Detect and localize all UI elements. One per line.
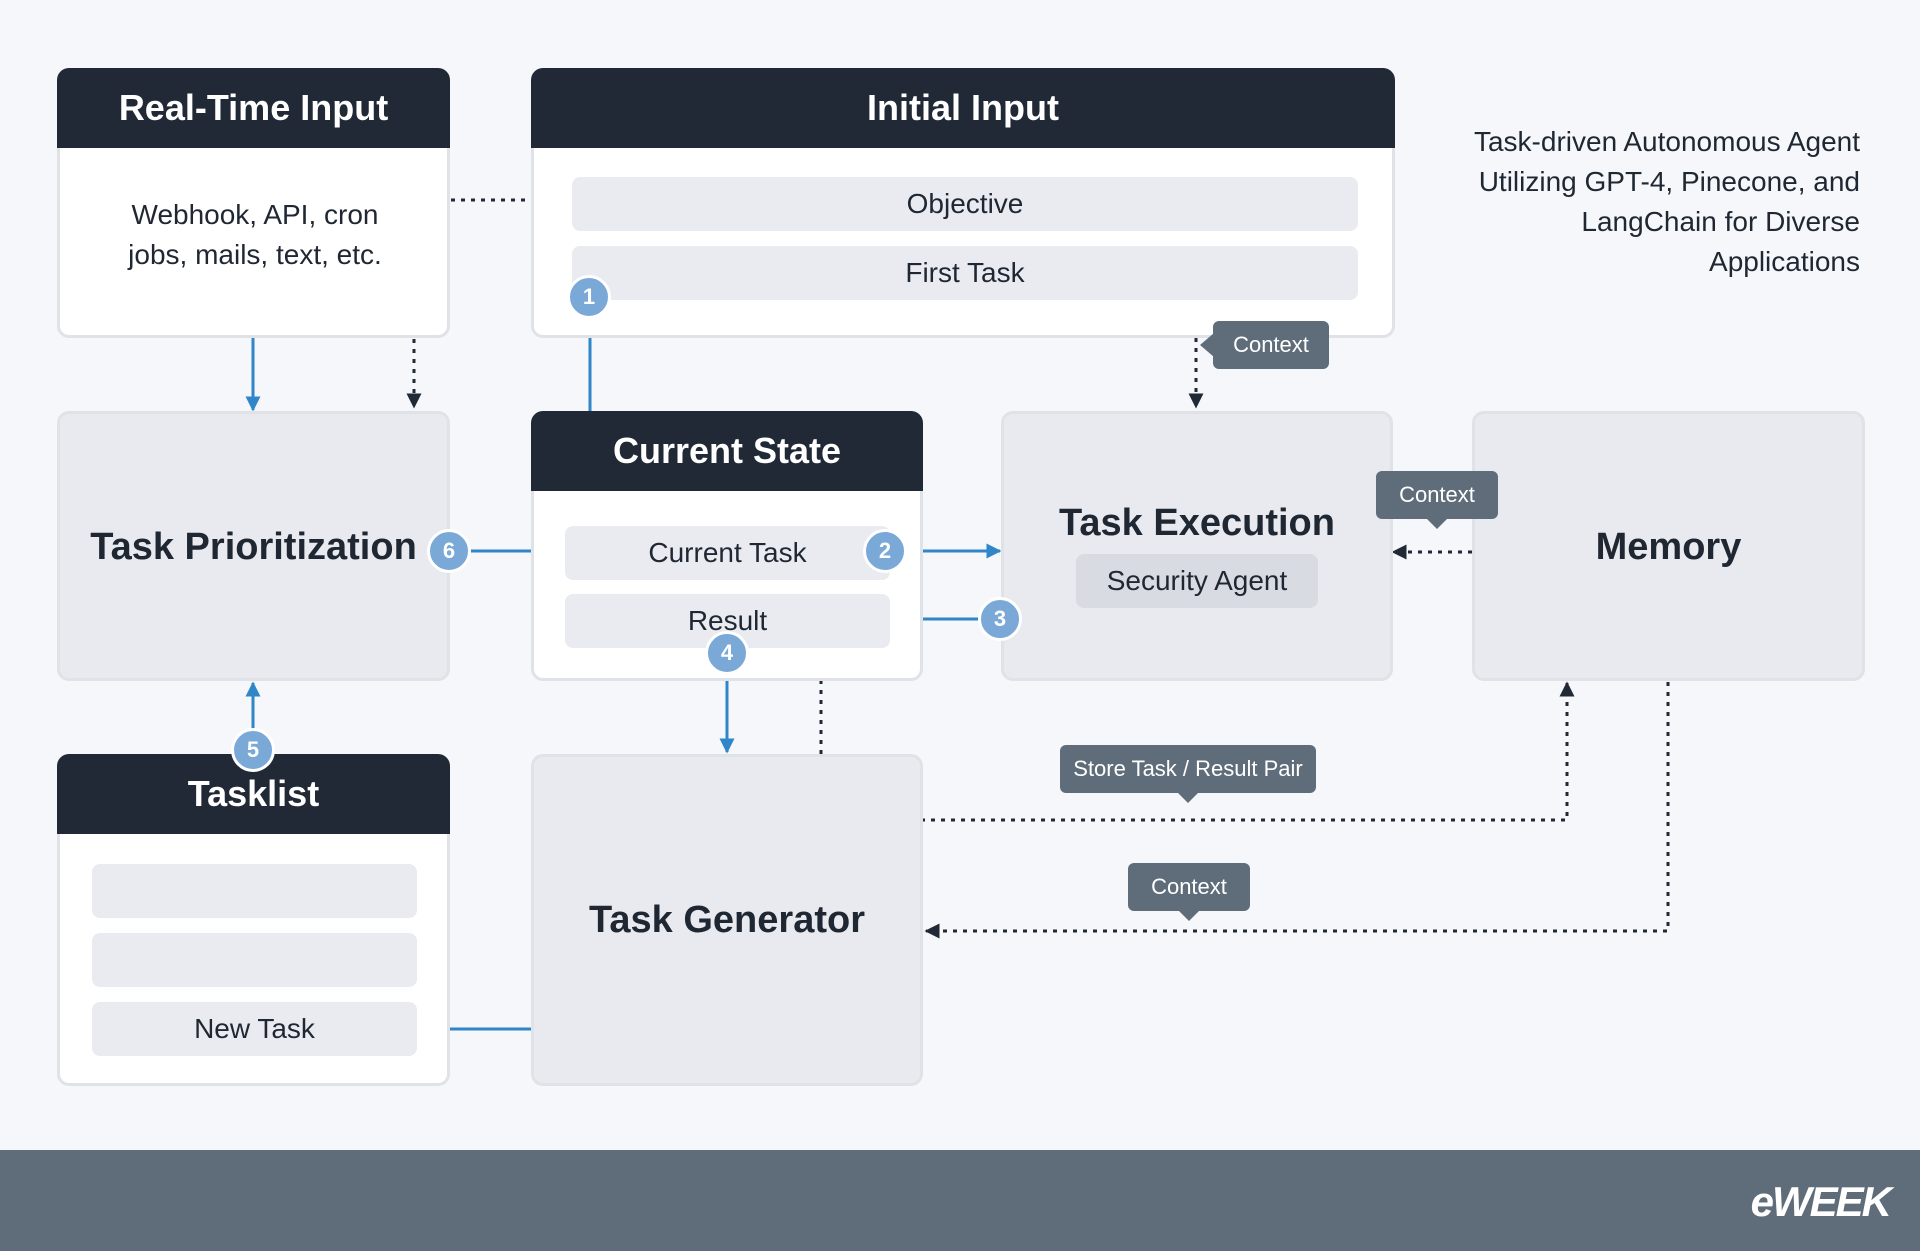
memory-title: Memory: [1595, 526, 1742, 568]
current-state-title: Current State: [531, 411, 923, 491]
context-tag-execution: Context: [1200, 321, 1329, 369]
context-tag-memory: Context: [1376, 471, 1498, 529]
task-generator-title: Task Generator: [589, 899, 865, 941]
real-time-input-box: Real-Time Input Webhook, API, cron jobs,…: [57, 68, 450, 338]
initial-input-box: Initial Input Objective First Task: [531, 68, 1395, 338]
step-badge-5: 5: [231, 728, 275, 772]
objective-field: Objective: [572, 177, 1358, 231]
dotted-result-to-memory: [819, 680, 1575, 822]
step-badge-2: 2: [863, 529, 907, 573]
tasklist-empty-item: [92, 933, 417, 987]
memory-box: Memory: [1472, 411, 1865, 681]
step-badge-3: 3: [978, 597, 1022, 641]
step-badge-6: 6: [427, 529, 471, 573]
tasklist-empty-item: [92, 864, 417, 918]
current-state-box: Current State Current Task Result: [531, 411, 923, 681]
store-pair-tag: Store Task / Result Pair: [1060, 745, 1316, 803]
eweek-logo: eWEEK: [1750, 1178, 1892, 1225]
security-agent-field: Security Agent: [1076, 554, 1318, 608]
real-time-input-body: Webhook, API, cron jobs, mails, text, et…: [128, 199, 382, 270]
initial-input-title: Initial Input: [531, 68, 1395, 148]
task-execution-title: Task Execution: [1059, 502, 1335, 544]
real-time-input-title: Real-Time Input: [57, 68, 450, 148]
current-task-field: Current Task: [565, 526, 890, 580]
diagram-subtitle: Task-driven Autonomous Agent Utilizing G…: [1473, 126, 1860, 277]
task-generator-box: Task Generator: [531, 754, 923, 1086]
first-task-field: First Task: [572, 246, 1358, 300]
dotted-memory-to-generator: [924, 682, 1670, 939]
new-task-item: New Task: [92, 1002, 417, 1056]
task-prioritization-title: Task Prioritization: [90, 526, 417, 568]
step-badge-4: 4: [705, 631, 749, 675]
footer-bar: eWEEK: [0, 1150, 1920, 1251]
context-tag-generator: Context: [1128, 863, 1250, 921]
task-prioritization-box: Task Prioritization: [57, 411, 450, 681]
step-badge-1: 1: [567, 275, 611, 319]
task-execution-box: Task Execution Security Agent: [1001, 411, 1393, 681]
tasklist-box: Tasklist New Task: [57, 754, 450, 1086]
